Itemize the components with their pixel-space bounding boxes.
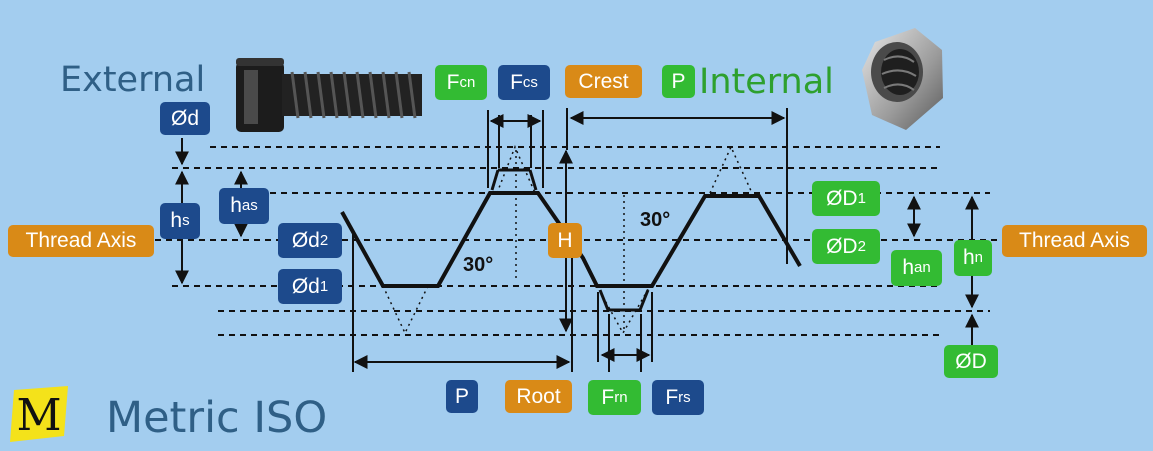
thread-axis-left-label: Thread Axis [8, 225, 154, 257]
metric-m-logo-icon: M [10, 386, 68, 442]
pitch-bottom-label: P [446, 380, 478, 413]
pitch-top-label: P [662, 65, 695, 98]
root-label: Root [505, 380, 572, 413]
internal-major-D-label: ØD [944, 345, 998, 378]
fundamental-triangle [382, 145, 753, 335]
external-title: External [60, 60, 206, 100]
angle-left-label: 30° [463, 254, 494, 276]
major-diameter-d-label: Ød [160, 102, 210, 135]
logo-letter: M [16, 390, 61, 441]
height-H-label: H [548, 223, 582, 258]
thread-profile-line [340, 191, 802, 288]
thread-axis-right-label: Thread Axis [1002, 225, 1147, 257]
internal-title: Internal [699, 62, 834, 102]
metric-iso-title: Metric ISO [106, 393, 328, 443]
angle-right-label: 30° [640, 209, 671, 231]
hex-nut-icon [862, 28, 943, 130]
hex-bolt-icon [236, 58, 422, 132]
crest-label: Crest [565, 65, 642, 98]
